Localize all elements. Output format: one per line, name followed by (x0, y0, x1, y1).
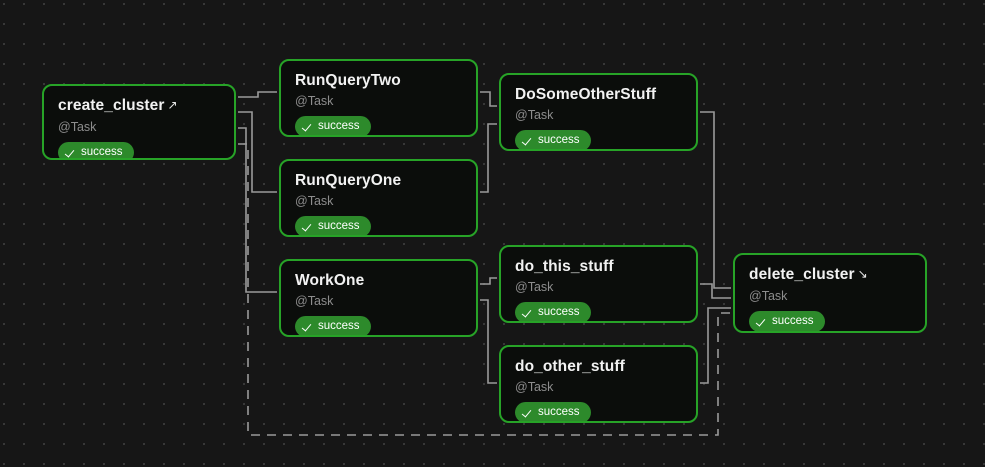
status-badge-label: success (318, 120, 360, 132)
edge-DoSomeOtherStuff-delete_cluster (700, 111, 731, 289)
arrow-down-right-icon: ↘ (857, 267, 868, 281)
edge-create_cluster-RunQueryOne (238, 111, 277, 193)
graph-node-delete_cluster[interactable]: delete_cluster↘ @Task success (733, 253, 927, 333)
status-badge-label: success (538, 406, 580, 418)
status-badge: success (515, 402, 591, 421)
edge-create_cluster-RunQueryTwo (238, 91, 277, 98)
status-badge-label: success (538, 134, 580, 146)
node-type-label: @Task (295, 94, 334, 108)
node-type-label: @Task (295, 194, 334, 208)
edge-RunQueryOne-DoSomeOtherStuff (480, 123, 497, 193)
node-title-text: do_other_stuff (515, 358, 625, 375)
graph-node-RunQueryTwo[interactable]: RunQueryTwo @Task success (279, 59, 478, 137)
graph-node-RunQueryOne[interactable]: RunQueryOne @Task success (279, 159, 478, 237)
node-title: RunQueryTwo (295, 71, 462, 90)
check-icon (303, 222, 313, 232)
node-title: WorkOne (295, 271, 462, 290)
node-title: do_other_stuff (515, 357, 682, 376)
node-type-label: @Task (58, 120, 97, 134)
check-icon (523, 408, 533, 418)
node-title-text: DoSomeOtherStuff (515, 86, 657, 103)
status-badge: success (749, 311, 825, 331)
check-icon (303, 322, 313, 332)
status-badge-label: success (318, 220, 360, 232)
edge-do_this_stuff-delete_cluster (700, 283, 731, 299)
node-title-text: create_cluster (58, 97, 165, 114)
node-type-label: @Task (749, 289, 788, 303)
edge-RunQueryTwo-DoSomeOtherStuff (480, 91, 497, 107)
node-title-text: RunQueryOne (295, 172, 402, 189)
status-badge-label: success (81, 146, 123, 158)
node-title: do_this_stuff (515, 257, 682, 276)
status-badge-label: success (538, 306, 580, 318)
node-title: delete_cluster↘ (749, 265, 911, 285)
arrow-up-right-icon: ↗ (167, 98, 178, 112)
status-badge: success (295, 216, 371, 235)
graph-node-WorkOne[interactable]: WorkOne @Task success (279, 259, 478, 337)
status-badge-label: success (772, 315, 814, 327)
graph-node-do_this_stuff[interactable]: do_this_stuff @Task success (499, 245, 698, 323)
check-icon (523, 308, 533, 318)
node-title: create_cluster↗ (58, 96, 220, 116)
status-badge: success (295, 316, 371, 335)
status-badge: success (515, 130, 591, 149)
edge-create_cluster-WorkOne (238, 127, 277, 293)
check-icon (303, 122, 313, 132)
graph-node-do_other_stuff[interactable]: do_other_stuff @Task success (499, 345, 698, 423)
node-title-text: do_this_stuff (515, 258, 614, 275)
graph-node-DoSomeOtherStuff[interactable]: DoSomeOtherStuff @Task success (499, 73, 698, 151)
node-title: DoSomeOtherStuff (515, 85, 682, 104)
status-badge-label: success (318, 320, 360, 332)
node-title-text: delete_cluster (749, 266, 855, 283)
node-type-label: @Task (515, 108, 554, 122)
node-title-text: RunQueryTwo (295, 72, 401, 89)
node-type-label: @Task (515, 380, 554, 394)
status-badge: success (58, 142, 134, 158)
status-badge: success (515, 302, 591, 321)
edge-do_other_stuff-delete_cluster (700, 307, 731, 384)
check-icon (66, 148, 76, 158)
node-title-text: WorkOne (295, 272, 365, 289)
status-badge: success (295, 116, 371, 135)
check-icon (523, 136, 533, 146)
node-type-label: @Task (515, 280, 554, 294)
node-type-label: @Task (295, 294, 334, 308)
node-title: RunQueryOne (295, 171, 462, 190)
check-icon (757, 317, 767, 327)
edge-WorkOne-do_other_stuff (480, 299, 497, 384)
edge-WorkOne-do_this_stuff (480, 277, 497, 285)
graph-node-create_cluster[interactable]: create_cluster↗ @Task success (42, 84, 236, 160)
